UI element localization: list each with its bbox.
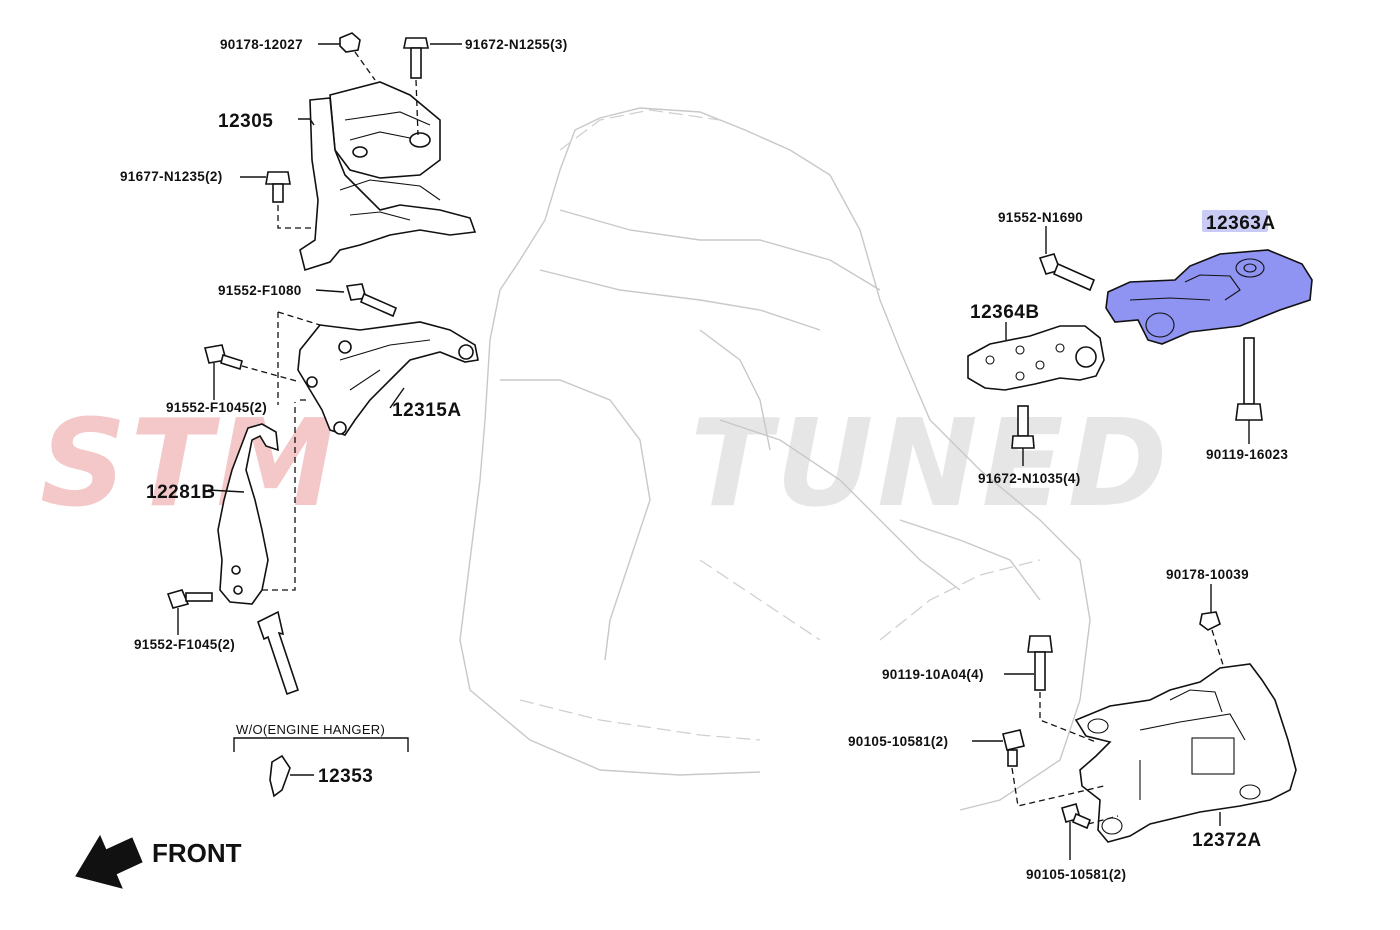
label-90105-10581-lower: 90105-10581(2) xyxy=(1026,867,1126,882)
label-90178-10039: 90178-10039 xyxy=(1166,567,1249,582)
label-12281B: 12281B xyxy=(146,482,216,503)
bolt-90119-10A04 xyxy=(1027,635,1053,691)
part-12315A xyxy=(297,321,479,436)
label-90105-10581-upper: 90105-10581(2) xyxy=(848,734,948,749)
part-12364B xyxy=(967,325,1105,391)
bolt-91672-N1035 xyxy=(1011,405,1035,449)
part-12372A xyxy=(1074,663,1297,843)
part-12305 xyxy=(299,81,477,272)
label-91672-N1255: 91672-N1255(3) xyxy=(465,37,568,52)
label-91552-N1690: 91552-N1690 xyxy=(998,210,1083,225)
bolt-90178-12027 xyxy=(339,32,361,53)
part-12353 xyxy=(269,754,291,798)
bolt-91672-N1255 xyxy=(403,37,429,79)
watermark-stm: STM xyxy=(40,395,340,534)
nut-90178-10039 xyxy=(1199,611,1221,631)
label-12305: 12305 xyxy=(218,111,273,132)
bolt-90119-16023 xyxy=(1235,337,1263,421)
label-91552-F1045-lower: 91552-F1045(2) xyxy=(134,637,235,652)
watermark-tuned: TUNED xyxy=(690,395,1171,534)
label-90178-12027: 90178-12027 xyxy=(220,37,303,52)
bolt-90105-10581-upper xyxy=(1002,729,1025,767)
bolt-91552-F1080 xyxy=(345,283,398,318)
bolt-91552-F1045-upper xyxy=(204,344,243,371)
label-12363A: 12363A xyxy=(1206,213,1276,234)
label-12364B: 12364B xyxy=(970,302,1040,323)
label-12353: 12353 xyxy=(318,766,373,787)
part-12281B xyxy=(217,423,279,605)
arrow-left-down-icon xyxy=(75,834,143,889)
label-91552-F1045-upper: 91552-F1045(2) xyxy=(166,400,267,415)
label-90119-16023: 90119-16023 xyxy=(1206,447,1288,462)
bolt-91677-N1235 xyxy=(265,171,291,203)
bolt-90105-10581-lower xyxy=(1061,803,1092,830)
watermark: STM TUNED xyxy=(40,395,1171,534)
label-12372A: 12372A xyxy=(1192,830,1262,851)
label-12315A: 12315A xyxy=(392,400,462,421)
part-12363A xyxy=(1105,249,1313,345)
label-wo-engine-hanger: W/O(ENGINE HANGER) xyxy=(236,722,385,737)
label-91552-F1080: 91552-F1080 xyxy=(218,283,302,298)
label-90119-10A04: 90119-10A04(4) xyxy=(882,667,984,682)
bolt-91552-N1690 xyxy=(1038,253,1096,292)
front-label: FRONT xyxy=(152,838,242,868)
part-labels: 90178-12027 91672-N1255(3) 12305 91677-N… xyxy=(120,37,1288,882)
engine-ghost-outline xyxy=(459,107,1091,811)
label-91672-N1035: 91672-N1035(4) xyxy=(978,471,1081,486)
bolt-91552-F1045-lower xyxy=(166,589,213,609)
label-91677-N1235: 91677-N1235(2) xyxy=(120,169,223,184)
engine-hanger-arrow xyxy=(257,610,300,696)
